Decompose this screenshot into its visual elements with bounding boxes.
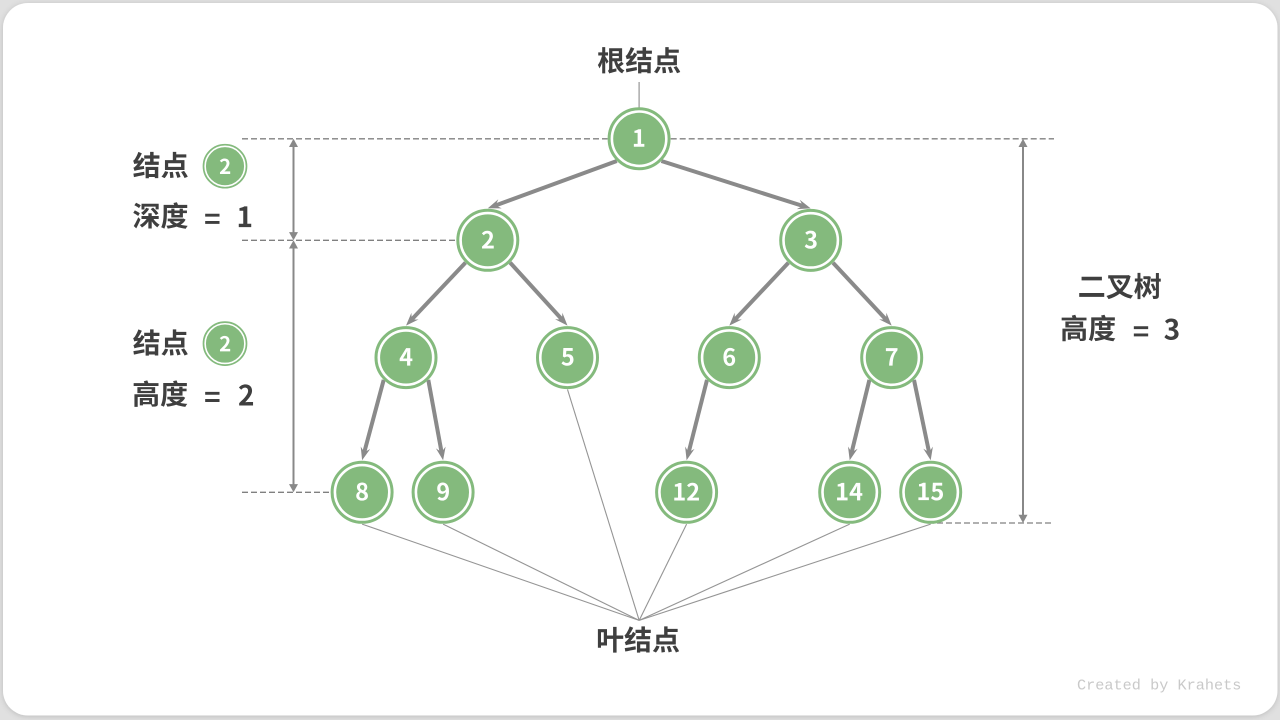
svg-text:Created by Krahets: Created by Krahets bbox=[1077, 677, 1241, 695]
